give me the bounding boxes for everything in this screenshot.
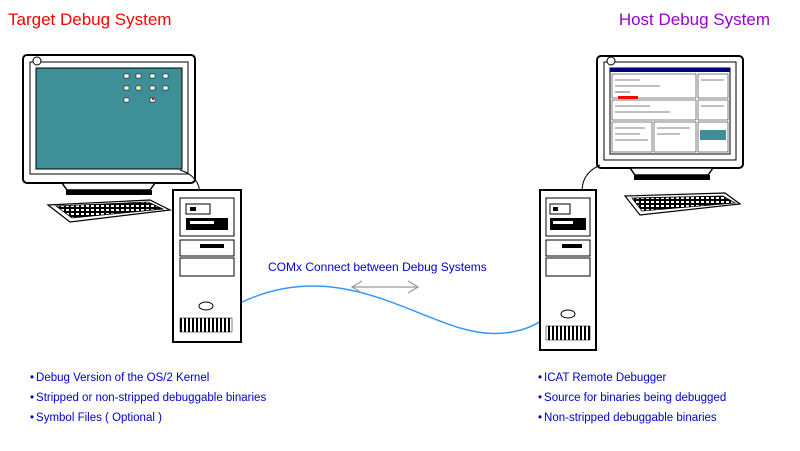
double-arrow-icon bbox=[350, 280, 420, 294]
host-keyboard-icon bbox=[623, 192, 742, 216]
list-item: Symbol Files ( Optional ) bbox=[30, 408, 266, 428]
list-item: Source for binaries being debugged bbox=[538, 388, 726, 408]
target-keyboard-icon bbox=[46, 199, 173, 223]
target-tower-icon bbox=[172, 189, 242, 343]
host-requirements-list: ICAT Remote Debugger Source for binaries… bbox=[538, 368, 726, 428]
target-requirements-list: Debug Version of the OS/2 Kernel Strippe… bbox=[30, 368, 266, 428]
list-item: Debug Version of the OS/2 Kernel bbox=[30, 368, 266, 388]
target-monitor-icon bbox=[22, 54, 201, 196]
connection-label: COMx Connect between Debug Systems bbox=[268, 260, 487, 274]
host-tower-icon bbox=[539, 189, 597, 351]
serial-cable-line bbox=[239, 285, 546, 335]
target-system-title: Target Debug System bbox=[8, 10, 172, 29]
host-system-title: Host Debug System bbox=[618, 10, 770, 29]
list-item: Non-stripped debuggable binaries bbox=[538, 408, 726, 428]
list-item: Stripped or non-stripped debuggable bina… bbox=[30, 388, 266, 408]
host-monitor-icon bbox=[581, 55, 744, 193]
list-item: ICAT Remote Debugger bbox=[538, 368, 726, 388]
